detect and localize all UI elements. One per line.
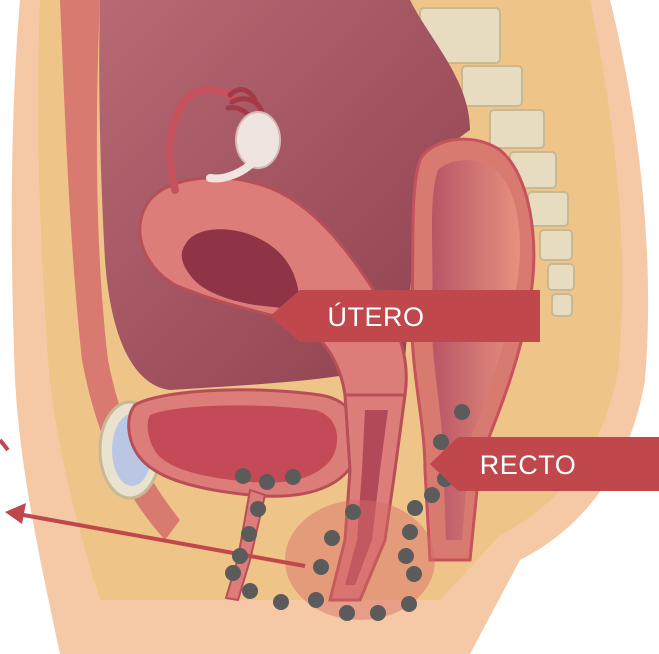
dot-marker xyxy=(401,596,417,612)
dot-marker xyxy=(398,548,414,564)
dot-marker xyxy=(235,468,251,484)
rectum-label: RECTO xyxy=(480,450,577,480)
dot-marker xyxy=(454,404,470,420)
uterus-label: ÚTERO xyxy=(328,301,425,332)
dot-marker xyxy=(242,583,258,599)
uterus-callout: ÚTERO xyxy=(270,290,540,342)
dot-marker xyxy=(433,434,449,450)
dot-marker xyxy=(308,592,324,608)
dot-marker xyxy=(285,469,301,485)
dot-marker xyxy=(424,487,440,503)
dot-marker xyxy=(402,524,418,540)
dot-marker xyxy=(370,605,386,621)
dot-marker xyxy=(324,530,340,546)
dot-marker xyxy=(313,559,329,575)
ovary xyxy=(236,112,280,168)
dot-marker xyxy=(345,504,361,520)
dot-marker xyxy=(406,566,422,582)
dot-marker xyxy=(225,565,241,581)
dot-marker xyxy=(250,501,266,517)
dot-marker xyxy=(339,605,355,621)
rectum-callout: RECTO xyxy=(430,437,659,491)
dot-marker xyxy=(273,594,289,610)
dot-marker xyxy=(407,500,423,516)
dot-marker xyxy=(241,526,257,542)
dot-marker xyxy=(259,474,275,490)
dot-marker xyxy=(232,548,248,564)
